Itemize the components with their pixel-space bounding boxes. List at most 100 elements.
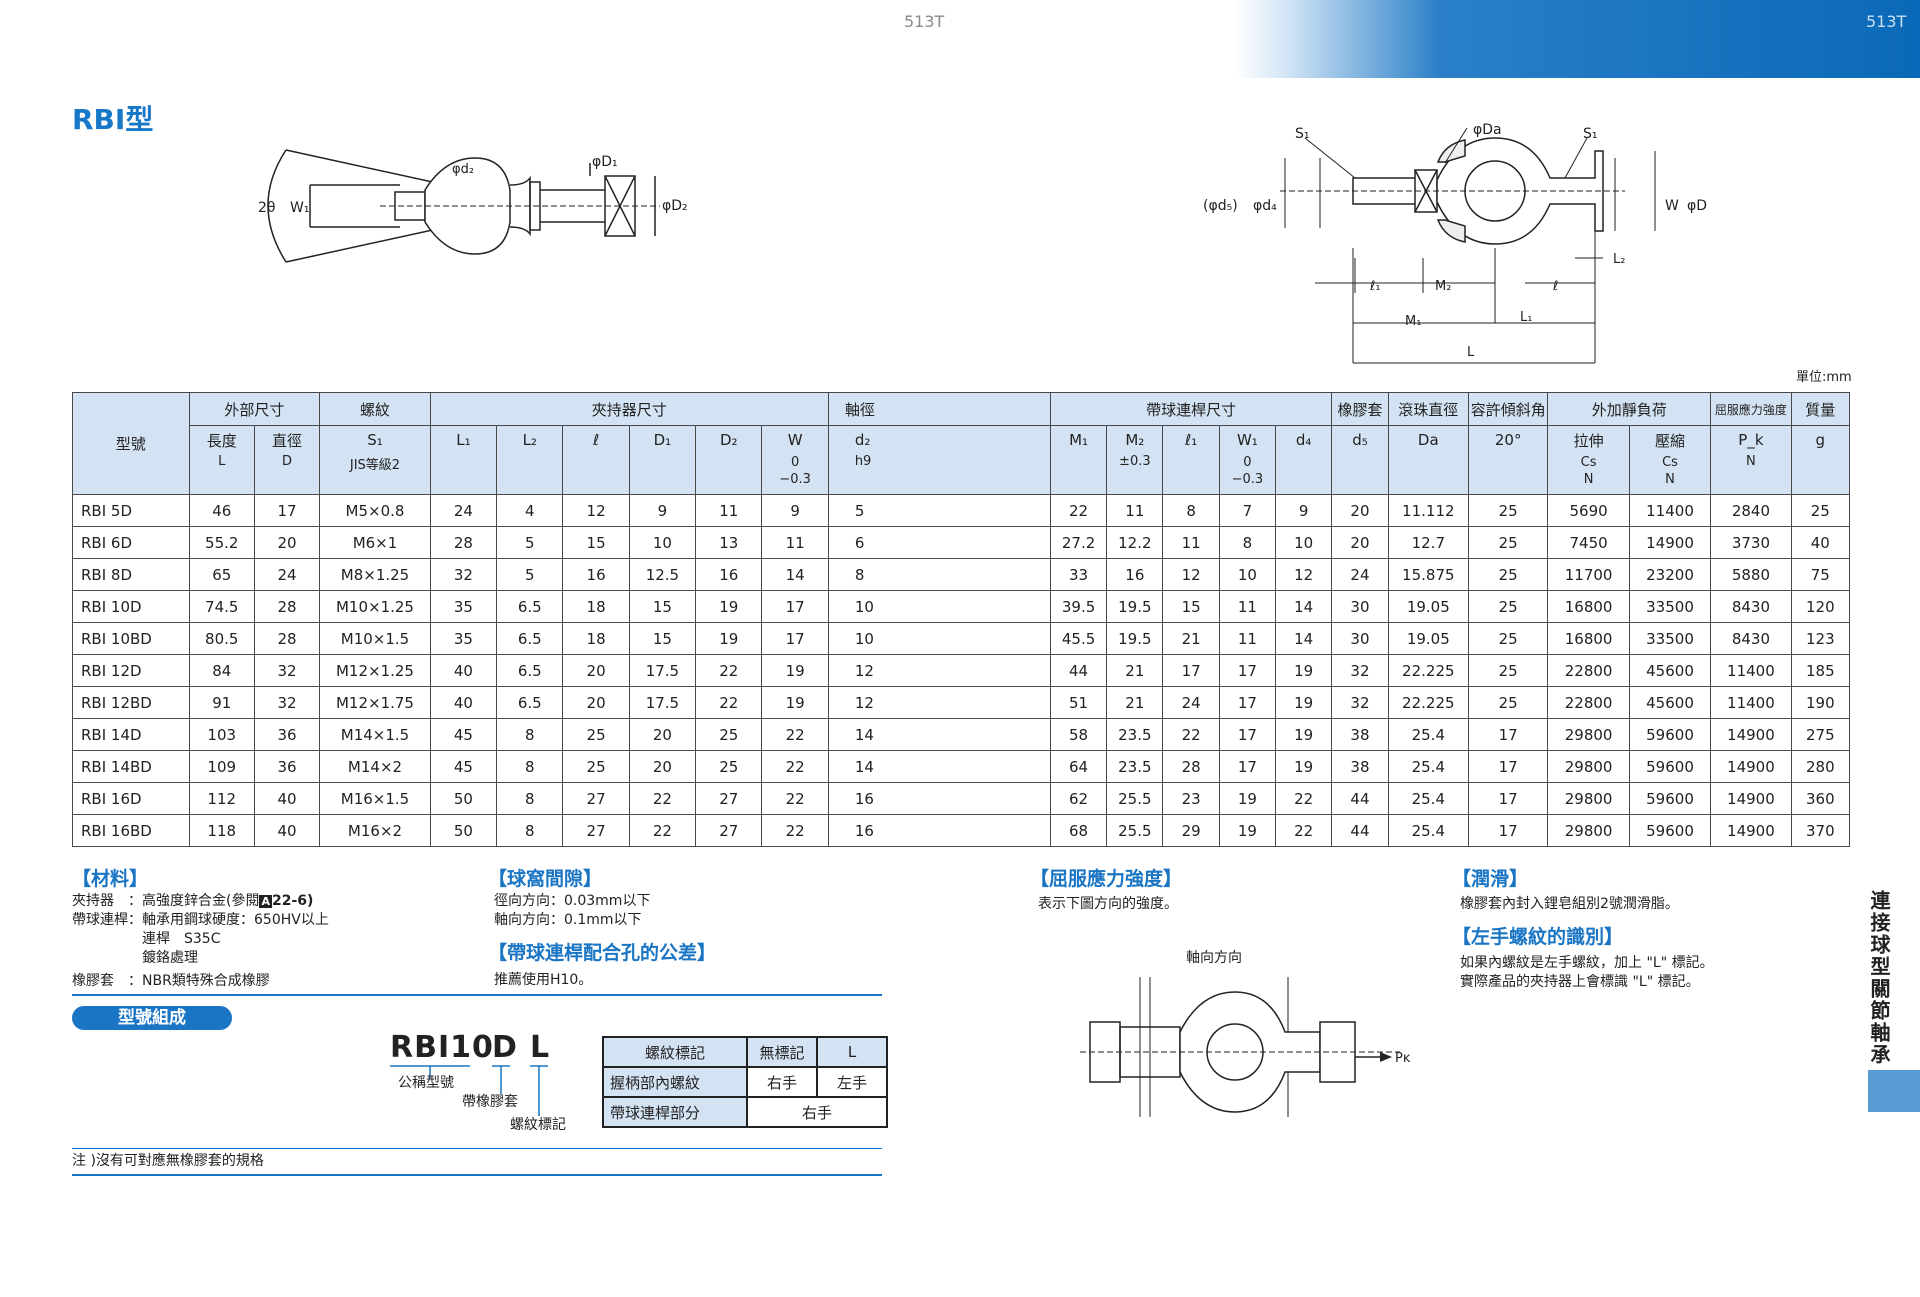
cell-D1: 22 xyxy=(628,782,697,815)
th-l1: ℓ₁ xyxy=(1162,425,1220,454)
spec-table: 型號 外部尺寸 螺紋 夾持器尺寸 軸徑 帶球連桿尺寸 橡膠套 滾珠直徑 容許傾斜… xyxy=(72,392,1851,847)
cell-model: RBI 12D xyxy=(72,654,190,687)
cell-d4: 19 xyxy=(1275,654,1333,687)
thread-row2-label: 帶球連桿部分 xyxy=(602,1096,748,1128)
th-ball: 滾珠直徑 xyxy=(1387,392,1470,426)
cell-D1: 9 xyxy=(628,494,697,527)
cell-d2: 12 xyxy=(827,654,1051,687)
cell-M2: 16 xyxy=(1106,558,1164,591)
cell-mass: 370 xyxy=(1790,814,1851,847)
cell-L: 103 xyxy=(188,718,255,751)
cell-tension: 16800 xyxy=(1547,622,1630,655)
th-yield: 屈服應力強度 xyxy=(1710,392,1792,426)
material-title: 【材料】 xyxy=(72,868,149,890)
cell-d2: 10 xyxy=(827,622,1051,655)
code-main: RBI10 xyxy=(390,1030,494,1065)
th-D1: D₁ xyxy=(628,425,697,454)
cell-D: 32 xyxy=(253,654,321,687)
L1-label: L₁ xyxy=(1520,310,1532,325)
th-W-sub: 0 −0.3 xyxy=(761,454,829,495)
cell-D: 36 xyxy=(253,750,321,783)
cell-d5: 24 xyxy=(1331,558,1389,591)
cell-d5: 44 xyxy=(1331,814,1389,847)
cell-D2: 16 xyxy=(695,558,763,591)
cell-Pk: 3730 xyxy=(1710,526,1792,559)
cell-D2: 27 xyxy=(695,814,763,847)
cell-S1: M12×1.75 xyxy=(319,686,431,719)
cell-W: 9 xyxy=(761,494,829,527)
cell-d2: 16 xyxy=(827,814,1051,847)
cell-l1: 22 xyxy=(1162,718,1220,751)
thread-th-0: 螺紋標記 xyxy=(602,1036,748,1068)
cell-D2: 22 xyxy=(695,686,763,719)
cell-M1: 33 xyxy=(1049,558,1108,591)
cell-Da: 22.225 xyxy=(1387,686,1470,719)
cell-D: 28 xyxy=(253,590,321,623)
cell-D2: 25 xyxy=(695,750,763,783)
cell-Pk: 14900 xyxy=(1710,718,1792,751)
cell-mass: 25 xyxy=(1790,494,1851,527)
cell-d2: 10 xyxy=(827,590,1051,623)
rbi-side-drawing: 2θ W₁ φd₂ φD₁ φD₂ xyxy=(258,149,688,263)
thread-th-1: 無標記 xyxy=(746,1036,818,1068)
th-outer: 外部尺寸 xyxy=(188,392,321,426)
cell-W: 22 xyxy=(761,814,829,847)
th-model: 型號 xyxy=(72,392,190,495)
cell-M1: 27.2 xyxy=(1049,526,1108,559)
cell-angle: 25 xyxy=(1467,494,1549,527)
cell-d5: 38 xyxy=(1331,750,1389,783)
cell-comp: 14900 xyxy=(1628,526,1712,559)
cell-M1: 58 xyxy=(1049,718,1108,751)
yield-title: 【屈服應力強度】 xyxy=(1030,868,1183,890)
cell-L2: 8 xyxy=(496,718,564,751)
cell-mass: 40 xyxy=(1790,526,1851,559)
cell-comp: 11400 xyxy=(1628,494,1712,527)
th-L-sub: L xyxy=(188,454,255,495)
cell-W: 17 xyxy=(761,590,829,623)
cell-angle: 25 xyxy=(1467,526,1549,559)
part-code-pill: 型號組成 xyxy=(72,1006,232,1030)
cell-M1: 39.5 xyxy=(1049,590,1108,623)
yield-direction-drawing: Pᴋ xyxy=(1080,977,1411,1117)
cell-d4: 10 xyxy=(1275,526,1333,559)
cell-D: 24 xyxy=(253,558,321,591)
cell-L1: 35 xyxy=(429,590,498,623)
th-W1-sub: 0 −0.3 xyxy=(1218,454,1277,495)
th-s1: S₁ xyxy=(319,425,431,454)
cell-W1: 19 xyxy=(1218,782,1277,815)
cell-tension: 5690 xyxy=(1547,494,1630,527)
cell-Pk: 14900 xyxy=(1710,750,1792,783)
sidebar-title: 連接球型關節軸承 xyxy=(1867,890,1891,1066)
cell-W1: 10 xyxy=(1218,558,1277,591)
cell-M2: 11 xyxy=(1106,494,1164,527)
cell-l1: 12 xyxy=(1162,558,1220,591)
cell-d2: 5 xyxy=(827,494,1051,527)
note-rule-bottom xyxy=(72,1174,882,1176)
th-d5: d₅ xyxy=(1331,425,1389,454)
D1-label: φD₁ xyxy=(592,154,618,170)
axial-label: 軸向方向 xyxy=(1186,950,1242,966)
cell-L: 80.5 xyxy=(188,622,255,655)
cell-Da: 25.4 xyxy=(1387,750,1470,783)
cell-S1: M6×1 xyxy=(319,526,431,559)
cell-d4: 19 xyxy=(1275,686,1333,719)
cell-Pk: 11400 xyxy=(1710,686,1792,719)
cell-Da: 12.7 xyxy=(1387,526,1470,559)
angle-label: 2θ xyxy=(258,200,275,216)
cell-comp: 23200 xyxy=(1628,558,1712,591)
th-D2: D₂ xyxy=(695,425,763,454)
cell-L2: 8 xyxy=(496,750,564,783)
cell-model: RBI 14D xyxy=(72,718,190,751)
cell-S1: M5×0.8 xyxy=(319,494,431,527)
cell-S1: M16×2 xyxy=(319,814,431,847)
w-label: W xyxy=(1665,198,1679,214)
cell-comp: 45600 xyxy=(1628,654,1712,687)
cell-mass: 360 xyxy=(1790,782,1851,815)
cell-comp: 59600 xyxy=(1628,718,1712,751)
